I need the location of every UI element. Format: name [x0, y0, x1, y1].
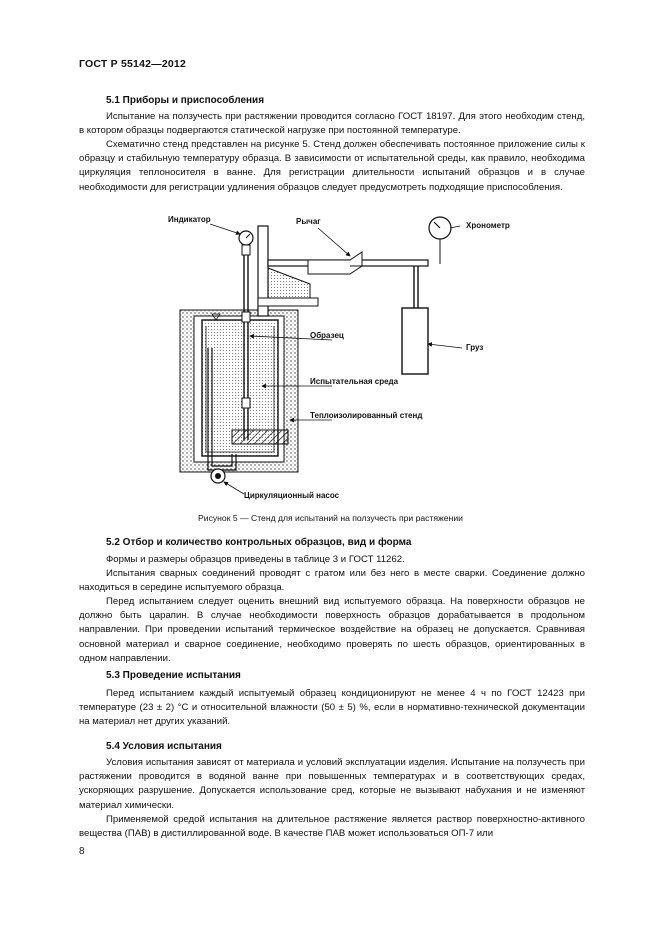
page-number: 8	[79, 846, 85, 857]
label-stand: Теплоизолированный стенд	[310, 411, 422, 420]
label-lever: Рычаг	[296, 217, 321, 226]
section-5-4-para-2: Применяемой средой испытания на длительн…	[79, 814, 585, 840]
label-pump: Циркуляционный насос	[244, 491, 340, 500]
section-5-4-title: 5.4 Условия испытания	[106, 741, 222, 752]
chronometer	[428, 216, 452, 264]
label-medium: Испытательная среда	[310, 377, 399, 386]
section-5-1-para-1: Испытание на ползучесть при растяжении п…	[79, 111, 585, 137]
section-5-1-title: 5.1 Приборы и приспособления	[106, 95, 265, 106]
label-indicator: Индикатор	[168, 215, 211, 224]
lever-frame	[257, 225, 429, 317]
figure-5-diagram: Индикатор Рычаг Хронометр Образец Груз И…	[168, 215, 510, 500]
label-sample: Образец	[310, 331, 344, 340]
section-5-2-para-2: Испытания сварных соединений проводят с …	[79, 568, 585, 594]
section-5-1-para-2: Схематично стенд представлен на рисунке …	[79, 139, 585, 193]
section-5-4-para-1: Условия испытания зависят от материала и…	[79, 757, 585, 811]
section-5-3-para-1: Перед испытанием каждый испытуемый образ…	[79, 688, 585, 728]
section-5-3-title: 5.3 Проведение испытания	[106, 670, 241, 681]
figure-caption: Рисунок 5 — Стенд для испытаний на ползу…	[198, 513, 463, 523]
section-5-2-title: 5.2 Отбор и количество контрольных образ…	[106, 537, 412, 548]
indicator-gauge	[238, 230, 254, 256]
section-5-2-para-3: Перед испытанием следует оценить внешний…	[79, 596, 585, 664]
sample-rod	[231, 252, 289, 445]
label-weight: Груз	[466, 343, 483, 352]
weight	[401, 266, 429, 375]
document-header: ГОСТ Р 55142—2012	[79, 58, 187, 70]
section-5-2-para-1: Формы и размеры образцов приведены в таб…	[106, 554, 405, 565]
label-chronometer: Хронометр	[466, 221, 510, 230]
circulation-pump	[207, 348, 237, 484]
